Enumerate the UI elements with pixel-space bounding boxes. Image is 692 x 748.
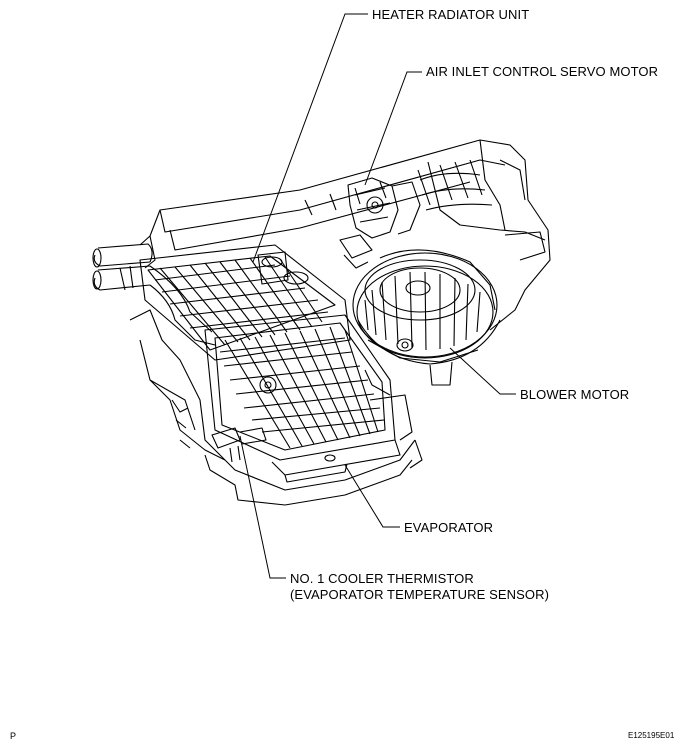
hvac-lower-housing [129,309,423,506]
leader-heater-radiator [252,13,368,263]
footer-mark: P [10,731,17,741]
hvac-housing [139,139,551,331]
label-evaporator-temperature-sensor: (EVAPORATOR TEMPERATURE SENSOR) [290,587,550,602]
label-heater-radiator-unit: HEATER RADIATOR UNIT [372,7,530,22]
cooler-thermistor [211,427,267,463]
leader-thermistor [239,435,286,579]
leader-evaporator [344,464,400,528]
label-evaporator: EVAPORATOR [404,520,494,535]
label-air-inlet-control-servo-motor: AIR INLET CONTROL SERVO MOTOR [426,64,659,79]
evaporator-core [204,314,413,483]
leader-blower-motor [449,347,516,395]
heater-radiator-core [92,243,351,361]
leader-servo-motor [364,71,422,186]
servo-motor [339,177,421,269]
figure-code: E125195E01 [628,731,675,740]
label-blower-motor: BLOWER MOTOR [520,387,630,402]
blower-motor-fan [352,249,501,386]
label-cooler-thermistor: NO. 1 COOLER THERMISTOR [290,571,474,586]
